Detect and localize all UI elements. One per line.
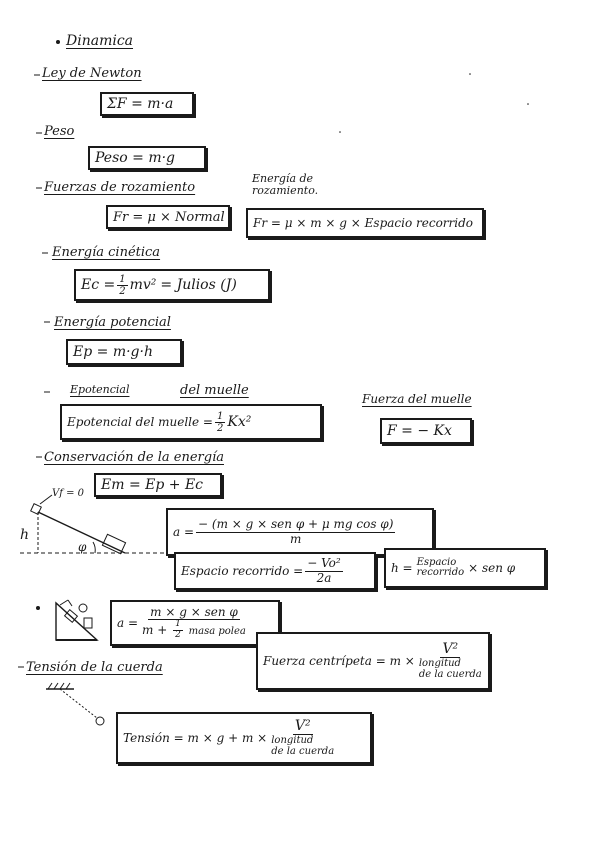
cinetica-formula-box: Ec = 1 2 mv² = Julios (J) — [74, 269, 270, 301]
plano-accel-den: m — [290, 531, 302, 546]
energia-rozamiento-label-1: Energía de — [252, 172, 314, 185]
tension-title: Tensión de la cuerda — [26, 660, 163, 675]
plano-accel-num: − (m × g × sen φ + μ mg cos φ) — [196, 517, 396, 533]
h-left: h = — [391, 561, 413, 575]
plano-accel-left: a = — [173, 525, 195, 539]
muelle-title-b: del muelle — [180, 383, 249, 398]
tension-den-1: longitud — [271, 735, 314, 747]
centripeta-box: Fuerza centrípeta = m × V² longitud de l… — [256, 632, 490, 690]
polea-accel-fraction: m × g × sen φ m + 1 2 masa polea — [140, 604, 248, 641]
polea-den-b: masa polea — [188, 625, 246, 637]
tension-left: Tensión = m × g + m × — [123, 731, 268, 745]
cinetica-frac-num: 1 — [117, 273, 128, 286]
espacio-left: Espacio recorrido = — [181, 564, 304, 578]
centripeta-left: Fuerza centrípeta = m × — [263, 654, 415, 668]
energia-rozamiento-box: Fr = μ × m × g × Espacio recorrido — [246, 208, 484, 238]
tension-fraction: V² longitud de la cuerda — [269, 717, 336, 757]
conservacion-formula: Em = Ep + Ec — [101, 477, 203, 493]
angle-label: φ — [78, 540, 87, 554]
peso-formula-box: Peso = m·g — [88, 146, 206, 170]
plano-accel-fraction: − (m × g × sen φ + μ mg cos φ) m — [196, 517, 396, 546]
cinetica-title: Energía cinética — [52, 245, 161, 260]
h-right: × sen φ — [468, 561, 516, 575]
centripeta-den-2: de la cuerda — [418, 669, 482, 681]
newton-formula-box: ΣF = m·a — [100, 92, 194, 116]
h-col: Espacio recorrido — [416, 556, 465, 579]
peso-title: Peso — [44, 124, 75, 139]
vf-label: Vf = 0 — [52, 488, 85, 499]
espacio-recorrido-box: Espacio recorrido = − Vo² 2a — [174, 552, 376, 590]
polea-den-a: m + — [142, 622, 168, 637]
peso-formula: Peso = m·g — [95, 150, 176, 166]
h-col-1: Espacio — [416, 556, 457, 568]
fuerza-muelle-box: F = − Kx — [380, 418, 472, 444]
centripeta-den: longitud de la cuerda — [417, 658, 484, 680]
tension-box: Tensión = m × g + m × V² longitud de la … — [116, 712, 372, 764]
newton-title: Ley de Newton — [42, 66, 142, 81]
stray-mark — [339, 131, 341, 133]
polea-den-frac-den: 2 — [175, 629, 181, 640]
rozamiento-title: Fuerzas de rozamiento — [44, 180, 196, 195]
conservacion-formula-box: Em = Ep + Ec — [94, 473, 222, 497]
h-formula-box: h = Espacio recorrido × sen φ — [384, 548, 546, 588]
potencial-formula: Ep = m·g·h — [73, 344, 153, 360]
espacio-fraction: − Vo² 2a — [305, 556, 343, 585]
potencial-title: Energía potencial — [54, 315, 171, 330]
potencial-formula-box: Ep = m·g·h — [66, 339, 182, 365]
cinetica-mid: mv² — [129, 277, 157, 293]
cinetica-frac-den: 2 — [119, 285, 126, 297]
conservacion-title: Conservación de la energía — [44, 450, 224, 465]
cinetica-right: = Julios (J) — [160, 277, 237, 293]
muelle-formula-right: Kx² — [227, 414, 252, 430]
tension-num: V² — [292, 717, 313, 736]
polea-accel-den: m + 1 2 masa polea — [140, 618, 248, 641]
stray-mark — [527, 103, 529, 105]
muelle-formula-left: Epotencial del muelle = — [67, 415, 213, 429]
muelle-formula-box: Epotencial del muelle = 1 2 Kx² — [60, 404, 322, 440]
h-col-2: recorrido — [416, 567, 465, 578]
muelle-title-a: Epotencial — [70, 383, 130, 396]
polea-den-fraction: 1 2 — [173, 618, 183, 641]
cinetica-fraction: 1 2 — [117, 273, 128, 297]
newton-formula: ΣF = m·a — [107, 96, 174, 112]
tension-den: longitud de la cuerda — [269, 735, 336, 757]
page-heading: Dinamica — [66, 33, 134, 49]
inclined-plane-diagram — [20, 494, 170, 555]
fuerza-muelle-formula: F = − Kx — [387, 423, 452, 439]
polea-accel-num: m × g × sen φ — [148, 604, 240, 620]
energia-rozamiento-label-2: rozamiento. — [252, 184, 319, 197]
rozamiento-formula-box: Fr = μ × Normal — [106, 205, 230, 229]
energia-rozamiento-formula: Fr = μ × m × g × Espacio recorrido — [253, 216, 474, 230]
polea-accel-left: a = — [117, 616, 139, 630]
fuerza-muelle-title: Fuerza del muelle — [362, 392, 472, 406]
espacio-num: − Vo² — [305, 556, 343, 572]
centripeta-den-1: longitud — [418, 658, 461, 670]
rozamiento-formula: Fr = μ × Normal — [113, 209, 225, 225]
pulley-diagram — [36, 599, 99, 641]
tension-den-2: de la cuerda — [271, 746, 335, 758]
espacio-den: 2a — [316, 570, 332, 585]
muelle-frac-den: 2 — [216, 422, 224, 434]
stray-mark — [469, 73, 471, 75]
bullet-dot — [56, 40, 60, 44]
polea-den-frac-num: 1 — [173, 618, 183, 631]
rope-diagram — [46, 682, 105, 726]
centripeta-fraction: V² longitud de la cuerda — [417, 640, 484, 680]
centripeta-num: V² — [440, 640, 461, 659]
polea-accel-box: a = m × g × sen φ m + 1 2 masa polea — [110, 600, 280, 646]
height-label: h — [20, 527, 30, 543]
cinetica-left: Ec = — [81, 277, 116, 293]
muelle-fraction: 1 2 — [214, 410, 226, 434]
muelle-frac-num: 1 — [214, 410, 226, 423]
